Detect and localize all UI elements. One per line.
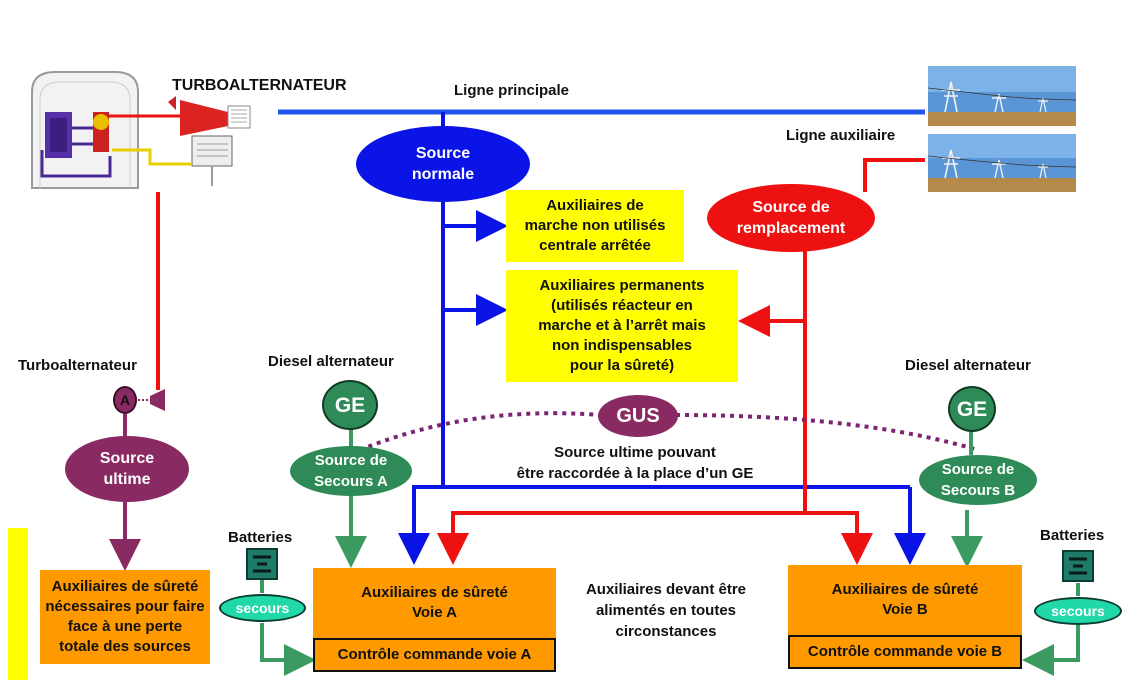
battery-icon-b	[1062, 550, 1094, 582]
gus-dotted-link	[359, 411, 979, 452]
reactor-schematic-icon	[25, 70, 275, 190]
aux-permanents-box: Auxiliaires permanents (utilisés réacteu…	[506, 270, 738, 382]
battery-icon-a	[246, 548, 278, 580]
green-arrow-battery-a	[260, 623, 316, 676]
red-bus	[437, 250, 807, 565]
batteries-b-label: Batteries	[1040, 527, 1105, 544]
red-arrow-voie-b	[805, 511, 873, 565]
controle-b-box: Contrôle commande voie B	[788, 635, 1022, 669]
turbine-shape	[150, 389, 165, 411]
power-line-photo-2	[927, 134, 1077, 192]
aux-non-utilises-box: Auxiliaires de marche non utilisés centr…	[506, 190, 684, 262]
battery-secours-b-node: secours	[1034, 597, 1122, 625]
ge-a-node: GE	[322, 380, 378, 430]
ligne-principale-label: Ligne principale	[454, 82, 570, 99]
gus-node: GUS	[598, 395, 678, 437]
yellow-side-bar	[8, 528, 28, 680]
blue-arrow-voie-a	[398, 485, 443, 565]
secours-a-node: Source de Secours A	[290, 446, 412, 496]
ge-b-node: GE	[948, 386, 996, 432]
controle-a-box: Contrôle commande voie A	[313, 638, 556, 672]
turbine-icon	[180, 100, 228, 136]
green-arrow-battery-b	[1022, 625, 1080, 676]
aux-surete-ultime-box: Auxiliaires de sûreté nécessaires pour f…	[40, 570, 210, 664]
ligne-auxiliaire-label: Ligne auxiliaire	[786, 127, 896, 144]
alternator-a-node: A	[113, 386, 137, 414]
aux-center-note: Auxiliaires devant être alimentés en tou…	[585, 581, 747, 640]
aux-surete-b-box: Auxiliaires de sûreté Voie B	[788, 565, 1022, 635]
gus-note: Source ultime pouvant être raccordée à l…	[516, 444, 754, 482]
secours-b-node: Source de Secours B	[919, 455, 1037, 505]
source-remplacement-node: Source de remplacement	[707, 184, 875, 252]
turboalternateur-label: Turboalternateur	[18, 357, 137, 374]
diesel-b-label: Diesel alternateur	[905, 357, 1031, 374]
batteries-a-label: Batteries	[228, 529, 293, 546]
source-ultime-node: Source ultime	[65, 436, 189, 502]
source-normale-node: Source normale	[356, 126, 530, 202]
turboalternateur-top-label: TURBOALTERNATEUR	[172, 77, 347, 94]
diesel-a-label: Diesel alternateur	[268, 353, 394, 370]
power-line-photo-1	[927, 66, 1077, 126]
battery-secours-a-node: secours	[219, 594, 306, 622]
aux-surete-a-box: Auxiliaires de sûreté Voie A	[313, 568, 556, 638]
